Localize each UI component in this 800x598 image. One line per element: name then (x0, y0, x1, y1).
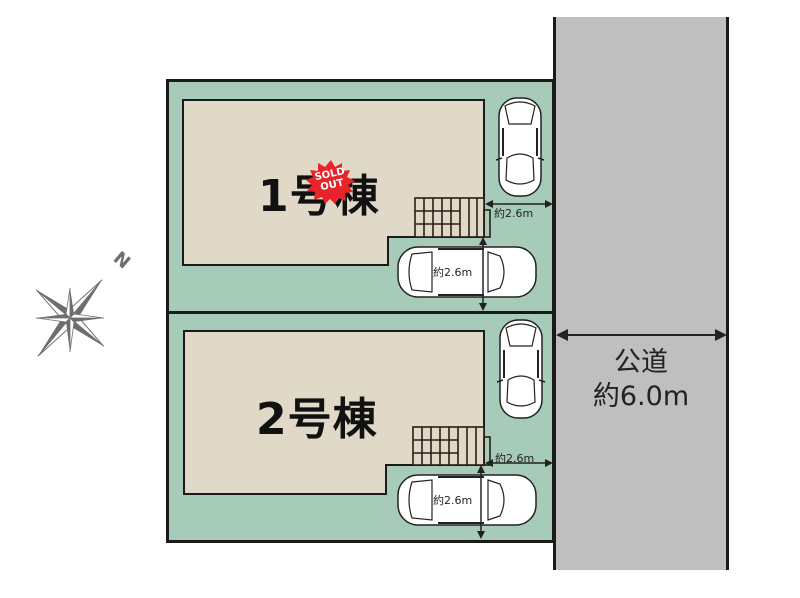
car-icon (496, 319, 546, 419)
lot-2-side-width: 約2.6m (433, 494, 473, 507)
car-icon (397, 246, 537, 298)
car-icon (495, 97, 545, 197)
compass-north-icon (35, 279, 105, 357)
sold-out-badge (306, 160, 355, 204)
house-2-label: 2号棟 (256, 394, 378, 445)
road-label: 公道 約6.0m (556, 346, 726, 414)
lot-2-front-width: 約2.6m (495, 452, 535, 465)
road-name: 公道 (614, 347, 668, 378)
road-width: 約6.0m (592, 381, 690, 412)
car-icon (397, 474, 537, 526)
lot-1-side-width: 約2.6m (433, 266, 473, 279)
lot-1-front-width: 約2.6m (494, 207, 534, 220)
public-road (553, 17, 729, 570)
